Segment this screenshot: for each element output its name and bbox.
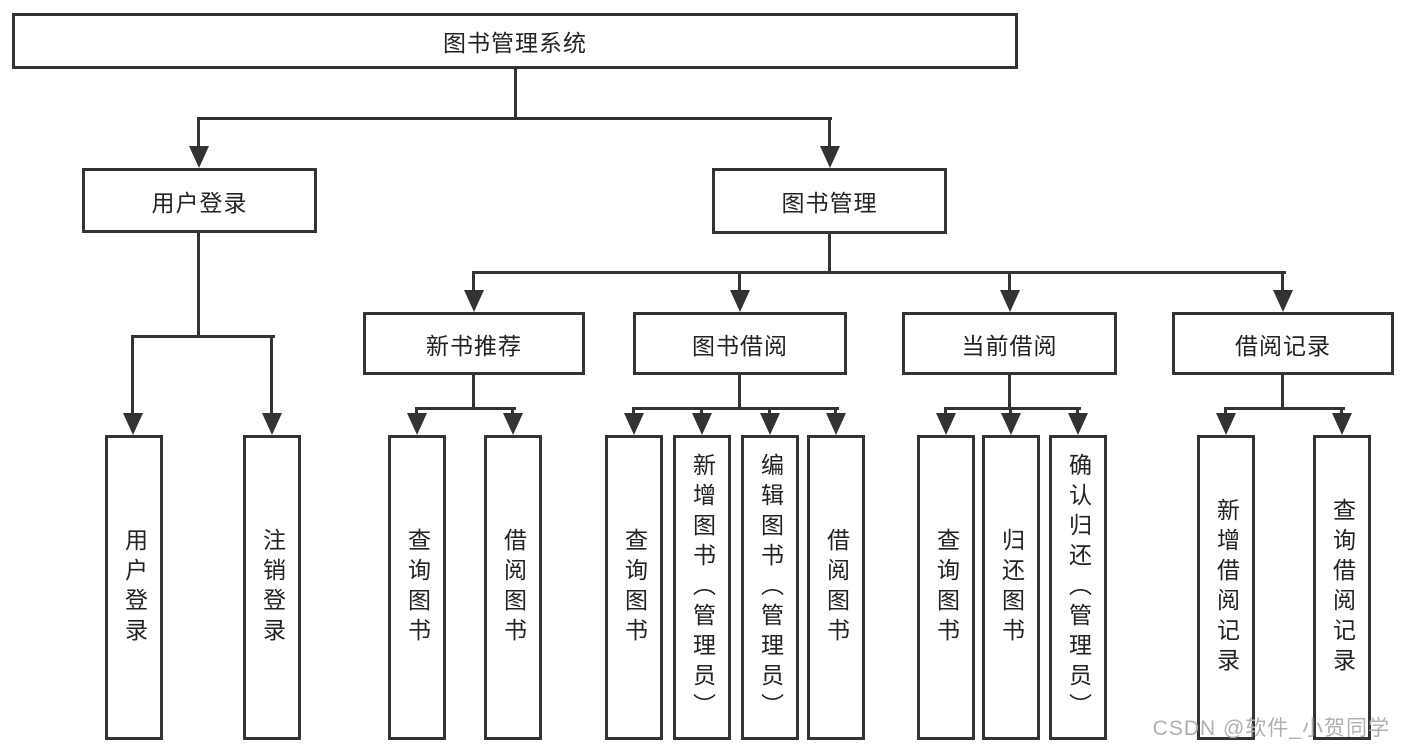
connector-set-stem (738, 375, 741, 409)
arrowhead-down-icon (189, 146, 209, 168)
connector-drop-leaf (511, 407, 514, 416)
connector-drop-leaf (131, 335, 134, 415)
leaf-query-books-recommend: 查询图书 (388, 435, 446, 740)
node-library-system: 图书管理系统 (12, 13, 1018, 69)
arrowhead-down-icon (936, 413, 956, 435)
connector-drop-leaf (1009, 407, 1012, 416)
leaf-add-books-admin-label: 新增图书（管理员） (689, 452, 716, 723)
leaf-confirm-return-admin: 确认归还（管理员） (1049, 435, 1107, 740)
arrowhead-down-icon (407, 413, 427, 435)
node-current-borrowing-label: 当前借阅 (961, 332, 1058, 359)
connector-drop-leaf (1076, 407, 1079, 416)
node-book-borrowing: 图书借阅 (633, 312, 847, 375)
connector-drop-leaf (1224, 407, 1227, 416)
connector-userlogin-branch (131, 335, 275, 338)
leaf-confirm-return-admin-label: 确认归还（管理员） (1065, 452, 1092, 723)
connector-set-stem (1281, 375, 1284, 409)
arrowhead-down-icon (123, 413, 143, 435)
connector-drop-leaf (834, 407, 837, 416)
connector-drop-leaf (270, 335, 273, 415)
arrowhead-down-icon (820, 146, 840, 168)
connector-bookmgmt-stem (828, 234, 831, 273)
leaf-query-books-borrowing: 查询图书 (605, 435, 663, 740)
node-book-borrowing-label: 图书借阅 (692, 332, 788, 359)
connector-drop-level3 (472, 271, 475, 292)
arrowhead-down-icon (826, 413, 846, 435)
arrowhead-down-icon (1273, 290, 1293, 312)
connector-drop-leaf (768, 407, 771, 416)
connector-drop-leaf (632, 407, 635, 416)
connector-drop-leaf (415, 407, 418, 416)
leaf-borrow-books: 借阅图书 (807, 435, 865, 740)
leaf-return-books: 归还图书 (982, 435, 1040, 740)
leaf-query-books-recommend-label: 查询图书 (404, 527, 431, 648)
leaf-query-borrow-record-label: 查询借阅记录 (1329, 497, 1356, 678)
connector-set-stem (472, 375, 475, 409)
connector-drop-level3 (1281, 271, 1284, 292)
node-library-system-label: 图书管理系统 (443, 30, 587, 56)
node-borrowing-records: 借阅记录 (1172, 312, 1394, 375)
connector-set-branch (632, 407, 839, 410)
leaf-borrow-books-recommend-label: 借阅图书 (500, 527, 527, 648)
arrowhead-down-icon (624, 413, 644, 435)
node-book-management-label: 图书管理 (781, 190, 878, 216)
node-user-login: 用户登录 (82, 168, 317, 233)
leaf-borrow-books-label: 借阅图书 (823, 527, 850, 648)
arrowhead-down-icon (1332, 413, 1352, 435)
arrowhead-down-icon (503, 413, 523, 435)
leaf-user-login: 用户登录 (105, 435, 163, 740)
leaf-logout-label: 注销登录 (259, 527, 286, 648)
arrowhead-down-icon (692, 413, 712, 435)
connector-drop-book-mgmt (828, 117, 831, 148)
node-user-login-label: 用户登录 (151, 189, 248, 216)
connector-userlogin-stem (197, 232, 200, 338)
leaf-edit-books-admin-label: 编辑图书（管理员） (757, 452, 784, 723)
arrowhead-down-icon (1000, 290, 1020, 312)
arrowhead-down-icon (1001, 413, 1021, 435)
leaf-borrow-books-recommend: 借阅图书 (484, 435, 542, 740)
connector-set-branch (944, 407, 1081, 410)
leaf-query-books-current-label: 查询图书 (933, 527, 960, 648)
connector-drop-leaf (1340, 407, 1343, 416)
leaf-query-borrow-record: 查询借阅记录 (1313, 435, 1371, 740)
connector-drop-leaf (944, 407, 947, 416)
connector-set-branch (415, 407, 516, 410)
csdn-watermark: CSDN @软件_小贺同学 (1152, 717, 1390, 740)
node-book-management: 图书管理 (712, 168, 947, 234)
node-new-book-recommend: 新书推荐 (363, 312, 585, 375)
arrowhead-down-icon (464, 290, 484, 312)
arrowhead-down-icon (730, 290, 750, 312)
connector-set-branch (1224, 407, 1345, 410)
connector-bookmgmt-branch (472, 271, 1286, 274)
arrowhead-down-icon (1216, 413, 1236, 435)
connector-root-stem (514, 68, 517, 118)
connector-set-stem (1008, 375, 1011, 409)
leaf-query-books-current: 查询图书 (917, 435, 975, 740)
connector-drop-level3 (1008, 271, 1011, 292)
connector-drop-user-login (197, 117, 200, 148)
leaf-user-login-label: 用户登录 (121, 527, 148, 648)
arrowhead-down-icon (760, 413, 780, 435)
leaf-add-books-admin: 新增图书（管理员） (673, 435, 731, 740)
leaf-return-books-label: 归还图书 (998, 527, 1025, 648)
node-current-borrowing: 当前借阅 (902, 312, 1117, 375)
leaf-logout: 注销登录 (243, 435, 301, 740)
leaf-query-books-borrowing-label: 查询图书 (621, 527, 648, 648)
connector-drop-level3 (738, 271, 741, 292)
connector-drop-leaf (700, 407, 703, 416)
leaf-edit-books-admin: 编辑图书（管理员） (741, 435, 799, 740)
arrowhead-down-icon (1068, 413, 1088, 435)
arrowhead-down-icon (262, 413, 282, 435)
node-borrowing-records-label: 借阅记录 (1235, 332, 1331, 359)
node-new-book-recommend-label: 新书推荐 (426, 332, 522, 359)
leaf-add-borrow-record: 新增借阅记录 (1197, 435, 1255, 740)
leaf-add-borrow-record-label: 新增借阅记录 (1213, 497, 1240, 678)
connector-root-branch (197, 117, 832, 120)
